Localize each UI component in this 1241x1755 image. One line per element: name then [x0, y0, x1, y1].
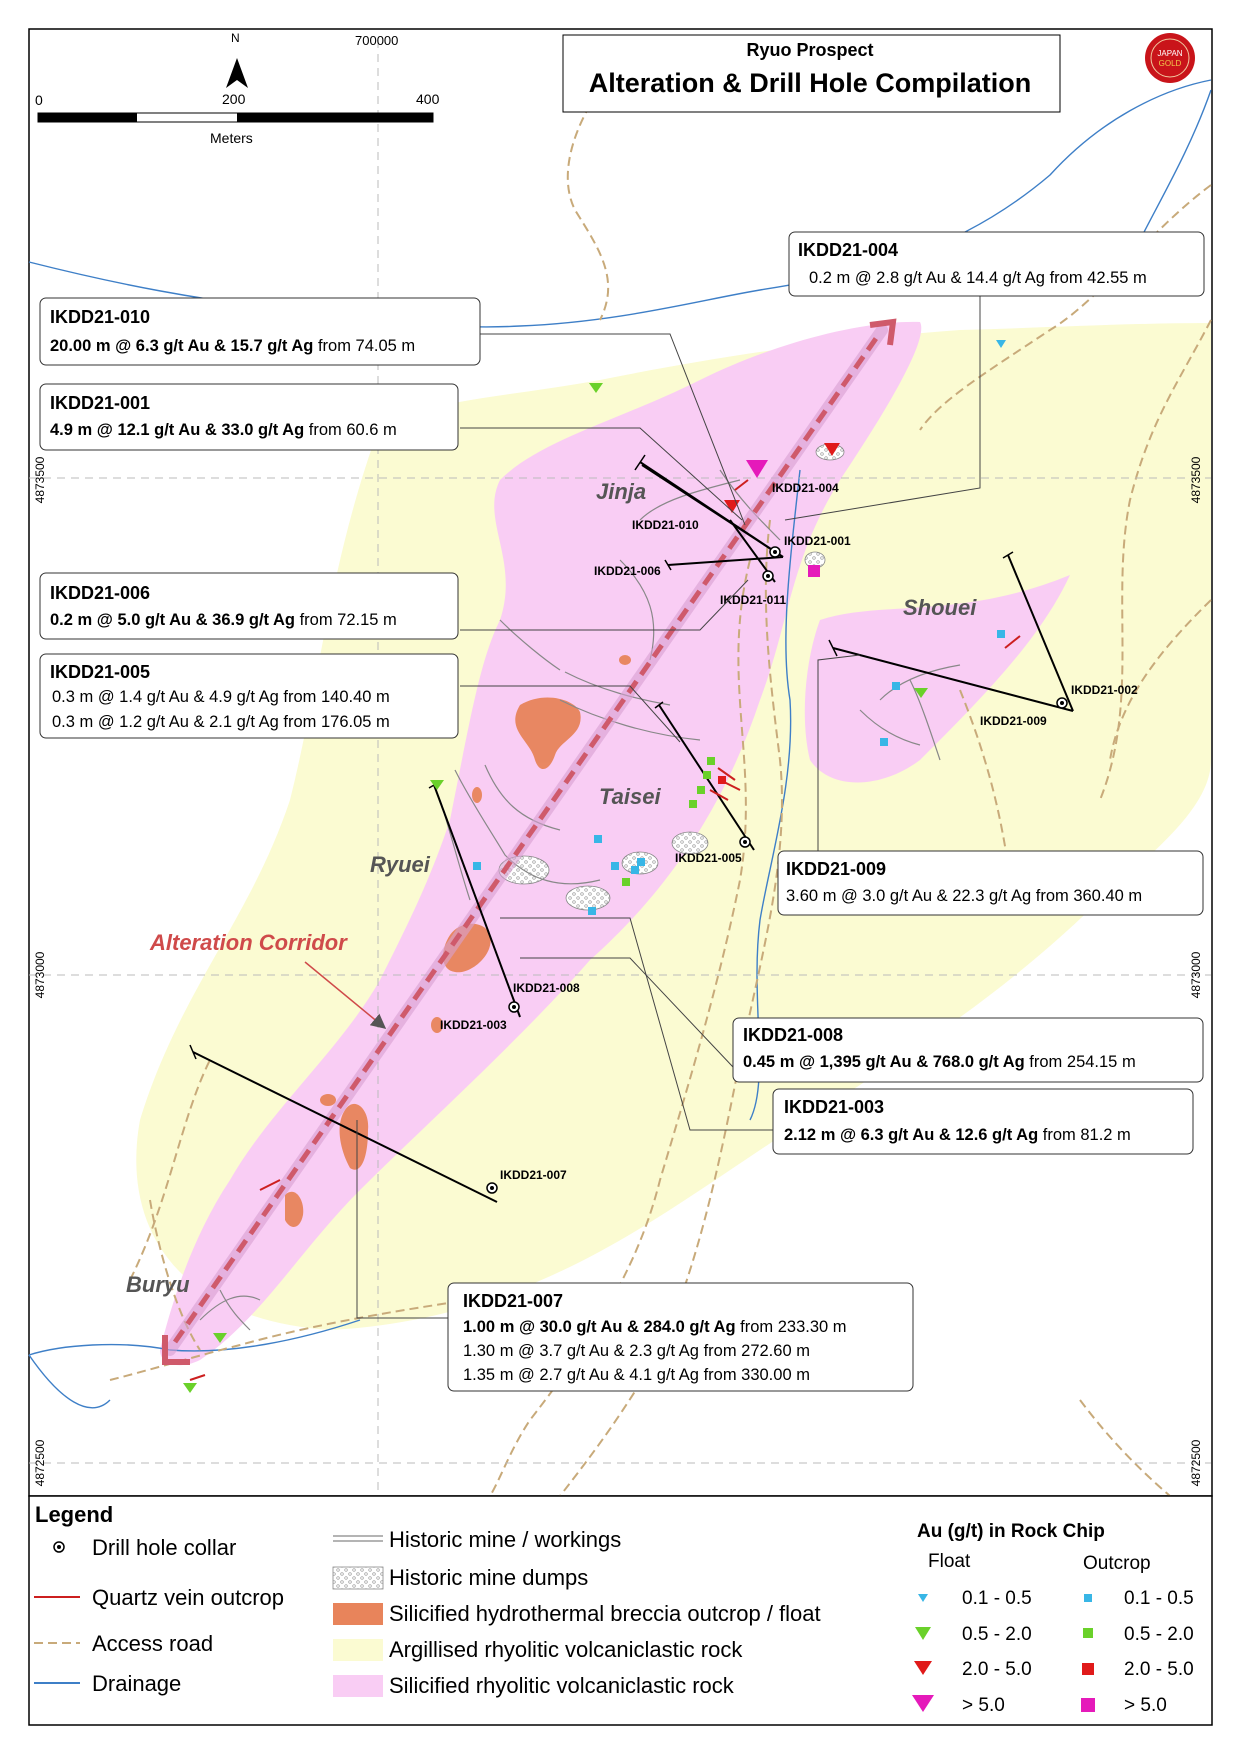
- legend-access-road: Access road: [92, 1631, 213, 1656]
- coordinate-grid: [29, 40, 1211, 1496]
- callout-ikdd21-007: IKDD21-007 1.00 m @ 30.0 g/t Au & 284.0 …: [447, 1282, 914, 1392]
- svg-text:Meters: Meters: [210, 130, 253, 146]
- collar-label-004: IKDD21-004: [772, 481, 839, 495]
- svg-text:IKDD21-010: IKDD21-010: [50, 307, 150, 327]
- collar-label-007: IKDD21-007: [500, 1168, 567, 1182]
- legend-title: Legend: [35, 1502, 113, 1527]
- callout-ikdd21-003: IKDD21-003 2.12 m @ 6.3 g/t Au & 12.6 g/…: [772, 1088, 1194, 1155]
- svg-text:1.00 m @ 30.0 g/t Au & 284.0 g: 1.00 m @ 30.0 g/t Au & 284.0 g/t Ag from…: [463, 1318, 847, 1336]
- silicified-zone: [160, 321, 1070, 1366]
- svg-text:IKDD21-007: IKDD21-007: [463, 1291, 563, 1311]
- map-title: Alteration & Drill Hole Compilation: [589, 68, 1032, 98]
- alteration-corridor: [162, 318, 897, 1365]
- legend-argillised: Argillised rhyolitic volcaniclastic rock: [389, 1637, 743, 1662]
- float-class-1: 0.1 - 0.5: [962, 1588, 1032, 1609]
- northing-label-3: 4872500: [33, 1439, 47, 1486]
- svg-text:JAPAN: JAPAN: [1157, 49, 1182, 58]
- outcrop-class-3: 2.0 - 5.0: [1124, 1659, 1194, 1680]
- outcrop-class-2: 0.5 - 2.0: [1124, 1624, 1194, 1645]
- outcrop-label: Outcrop: [1083, 1553, 1151, 1574]
- title-box: Ryuo Prospect Alteration & Drill Hole Co…: [562, 34, 1061, 113]
- drill-trace-ticks: [189, 454, 1014, 1060]
- prospect-shouei: Shouei: [903, 595, 977, 620]
- svg-text:IKDD21-005: IKDD21-005: [50, 662, 150, 682]
- collar-label-009: IKDD21-009: [980, 714, 1047, 728]
- collar-label-003: IKDD21-003: [440, 1018, 507, 1032]
- svg-text:IKDD21-001: IKDD21-001: [50, 393, 150, 413]
- corridor-label-arrow: [304, 961, 387, 1029]
- northing-label-1: 4873500: [33, 456, 47, 503]
- legend: Legend Drill hole collar Quartz vein out…: [28, 1495, 1213, 1726]
- svg-text:200: 200: [222, 91, 246, 107]
- legend-drainage: Drainage: [92, 1671, 181, 1696]
- legend-historic-workings: Historic mine / workings: [389, 1527, 621, 1552]
- collar-label-002: IKDD21-002: [1071, 683, 1138, 697]
- drill-collar-dots: [490, 550, 1064, 1190]
- svg-text:1.35 m @ 2.7 g/t Au & 4.1 g/t: 1.35 m @ 2.7 g/t Au & 4.1 g/t Ag from 33…: [463, 1366, 810, 1384]
- callout-ikdd21-009: IKDD21-009 3.60 m @ 3.0 g/t Au & 22.3 g/…: [777, 850, 1204, 916]
- callout-ikdd21-006: IKDD21-006 0.2 m @ 5.0 g/t Au & 36.9 g/t…: [39, 572, 459, 640]
- float-class-2: 0.5 - 2.0: [962, 1624, 1032, 1645]
- svg-text:GOLD: GOLD: [1159, 59, 1182, 68]
- prospect-taisei: Taisei: [599, 784, 661, 809]
- callout-ikdd21-001: IKDD21-001 4.9 m @ 12.1 g/t Au & 33.0 g/…: [39, 383, 459, 451]
- svg-text:IKDD21-003: IKDD21-003: [784, 1097, 884, 1117]
- svg-text:3.60 m @ 3.0 g/t Au & 22.3 g/t: 3.60 m @ 3.0 g/t Au & 22.3 g/t Ag from 3…: [786, 887, 1142, 905]
- outcrop-class-4: > 5.0: [1124, 1695, 1167, 1716]
- svg-text:IKDD21-009: IKDD21-009: [786, 859, 886, 879]
- prospect-ryuei: Ryuei: [370, 852, 431, 877]
- prospect-jinja: Jinja: [596, 479, 646, 504]
- northing-label-2-right: 4873000: [1189, 951, 1203, 998]
- svg-text:0.2 m @ 2.8 g/t Au & 14.4 g/t: 0.2 m @ 2.8 g/t Au & 14.4 g/t Ag from 42…: [809, 269, 1147, 287]
- easting-label: 700000: [355, 33, 398, 48]
- svg-text:0.2 m @ 5.0 g/t Au & 36.9 g/t: 0.2 m @ 5.0 g/t Au & 36.9 g/t Ag from 72…: [50, 611, 397, 629]
- legend-quartz-vein: Quartz vein outcrop: [92, 1585, 284, 1610]
- collar-label-010: IKDD21-010: [632, 518, 699, 532]
- rock-chip-title: Au (g/t) in Rock Chip: [917, 1521, 1105, 1542]
- prospect-buryu: Buryu: [126, 1272, 190, 1297]
- callout-ikdd21-004: IKDD21-004 0.2 m @ 2.8 g/t Au & 14.4 g/t…: [788, 231, 1205, 297]
- legend-drill-collar: Drill hole collar: [92, 1535, 236, 1560]
- svg-text:0.3 m @ 1.4 g/t Au & 4.9 g/t A: 0.3 m @ 1.4 g/t Au & 4.9 g/t Ag from 140…: [52, 688, 390, 706]
- float-class-4: > 5.0: [962, 1695, 1005, 1716]
- svg-text:2.12 m @ 6.3 g/t Au & 12.6 g/t: 2.12 m @ 6.3 g/t Au & 12.6 g/t Ag from 8…: [784, 1126, 1131, 1144]
- float-class-3: 2.0 - 5.0: [962, 1659, 1032, 1680]
- float-label: Float: [928, 1551, 971, 1572]
- northing-label-2: 4873000: [33, 951, 47, 998]
- legend-breccia: Silicified hydrothermal breccia outcrop …: [389, 1601, 821, 1626]
- collar-label-001: IKDD21-001: [784, 534, 851, 548]
- collar-label-008: IKDD21-008: [513, 981, 580, 995]
- drill-traces: [192, 461, 1074, 1203]
- outcrop-class-1: 0.1 - 0.5: [1124, 1588, 1194, 1609]
- svg-text:N: N: [231, 31, 240, 45]
- svg-text:400: 400: [416, 91, 440, 107]
- scale-bar: 0 200 400 Meters: [35, 91, 440, 146]
- legend-silicified: Silicified rhyolitic volcaniclastic rock: [389, 1673, 735, 1698]
- northing-label-1-right: 4873500: [1189, 456, 1203, 503]
- svg-text:0.3 m @ 1.2 g/t Au & 2.1 g/t A: 0.3 m @ 1.2 g/t Au & 2.1 g/t Ag from 176…: [52, 713, 390, 731]
- svg-text:0.45 m @ 1,395 g/t Au & 768.0: 0.45 m @ 1,395 g/t Au & 768.0 g/t Ag fro…: [743, 1053, 1136, 1071]
- callout-ikdd21-008: IKDD21-008 0.45 m @ 1,395 g/t Au & 768.0…: [732, 1017, 1204, 1083]
- svg-text:1.30 m @ 3.7 g/t Au & 2.3 g/t: 1.30 m @ 3.7 g/t Au & 2.3 g/t Ag from 27…: [463, 1342, 810, 1360]
- svg-text:IKDD21-004: IKDD21-004: [798, 240, 898, 260]
- collar-label-011: IKDD21-011: [720, 593, 786, 607]
- callout-ikdd21-010: IKDD21-010 20.00 m @ 6.3 g/t Au & 15.7 g…: [39, 297, 481, 366]
- map-subtitle: Ryuo Prospect: [746, 40, 873, 60]
- svg-text:0: 0: [35, 92, 43, 108]
- svg-text:20.00 m @ 6.3 g/t Au & 15.7 g/: 20.00 m @ 6.3 g/t Au & 15.7 g/t Ag from …: [50, 337, 415, 355]
- north-arrow: N: [226, 31, 248, 88]
- northing-label-3-right: 4872500: [1189, 1439, 1203, 1486]
- svg-text:IKDD21-006: IKDD21-006: [50, 583, 150, 603]
- collar-label-005: IKDD21-005: [675, 851, 742, 865]
- svg-text:IKDD21-008: IKDD21-008: [743, 1025, 843, 1045]
- japan-gold-logo: JAPAN GOLD: [1145, 33, 1195, 83]
- collar-label-006: IKDD21-006: [594, 564, 661, 578]
- legend-historic-dumps: Historic mine dumps: [389, 1565, 588, 1590]
- svg-text:4.9 m @ 12.1 g/t Au & 33.0 g/t: 4.9 m @ 12.1 g/t Au & 33.0 g/t Ag from 6…: [50, 421, 397, 439]
- callout-ikdd21-005: IKDD21-005 0.3 m @ 1.4 g/t Au & 4.9 g/t …: [39, 653, 459, 739]
- rock-chip-samples: [183, 340, 1006, 1393]
- callout-leaders: [356, 292, 981, 1319]
- alteration-corridor-label: Alteration Corridor: [149, 930, 348, 955]
